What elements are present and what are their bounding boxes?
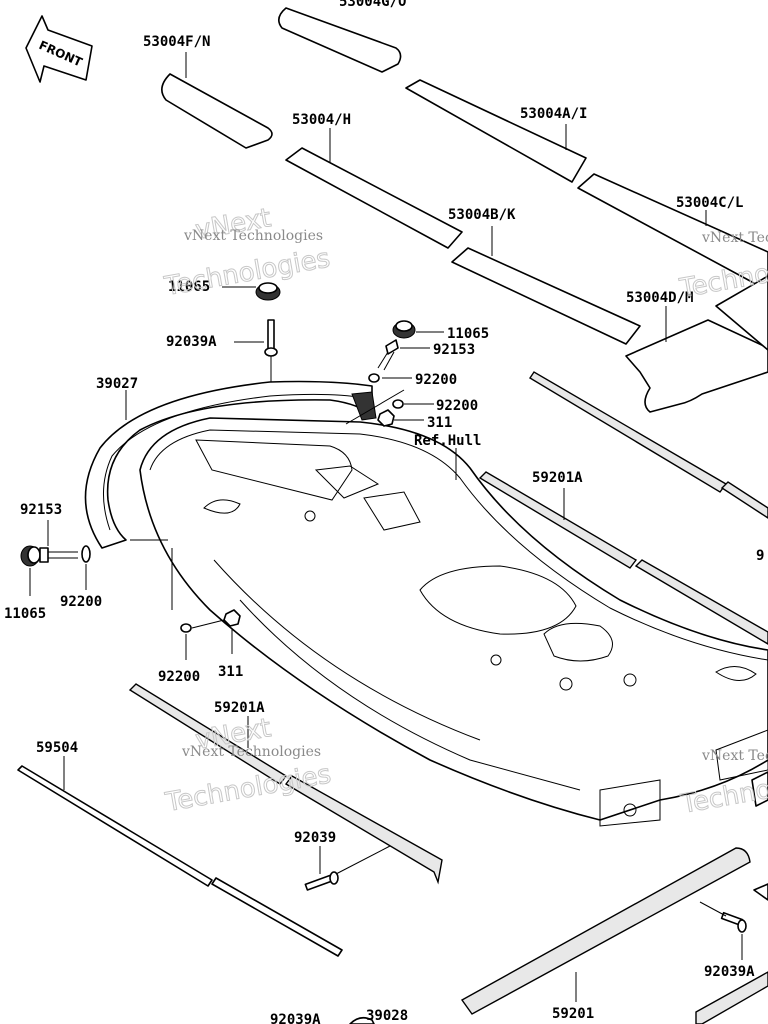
label-92039a-right: 92039A bbox=[704, 964, 755, 980]
bolt-92153-right bbox=[377, 339, 399, 371]
rail-right-upper-2 bbox=[720, 481, 768, 519]
washer-92200-left bbox=[81, 545, 91, 563]
label-11065-right: 11065 bbox=[447, 326, 489, 342]
label-92153-left: 92153 bbox=[20, 502, 62, 518]
watermark-middle-caption: vNext Technologies bbox=[181, 744, 321, 760]
watermark-upper-sub: Technologies bbox=[162, 244, 333, 303]
label-59504: 59504 bbox=[36, 740, 78, 756]
mat-53004b-k bbox=[451, 247, 641, 345]
label-39028: 39028 bbox=[366, 1008, 408, 1024]
part-edge-right-2 bbox=[753, 883, 768, 901]
label-92200-bottom: 92200 bbox=[158, 669, 200, 685]
label-92200-a: 92200 bbox=[415, 372, 457, 388]
rail-59201a-left-2 bbox=[284, 775, 443, 885]
rivet-92039a-top bbox=[264, 319, 278, 357]
label-92039: 92039 bbox=[294, 830, 336, 846]
label-59201: 59201 bbox=[552, 1006, 594, 1022]
label-92039a-top: 92039A bbox=[166, 334, 217, 350]
rail-59201 bbox=[460, 847, 751, 1015]
watermark-middle-sub: Technologies bbox=[163, 759, 334, 818]
watermark-upper: vNext Technologies bbox=[161, 203, 333, 303]
rail-59201a-right bbox=[478, 471, 638, 569]
label-edge-9: 9 bbox=[756, 548, 764, 564]
label-ref-hull: Ref.Hull bbox=[414, 433, 481, 449]
label-53004h: 53004/H bbox=[292, 112, 351, 128]
watermark-right-upper-caption: vNext Technologies bbox=[701, 230, 768, 246]
nut-311-right bbox=[377, 409, 395, 427]
washer-92200-bottom bbox=[180, 623, 192, 633]
washer-92200-a bbox=[368, 373, 380, 383]
label-53004b-k: 53004B/K bbox=[448, 207, 516, 223]
bumper-39028 bbox=[349, 1016, 375, 1024]
label-11065-left: 11065 bbox=[4, 606, 46, 622]
label-92153-right: 92153 bbox=[433, 342, 475, 358]
label-59201a-left: 59201A bbox=[214, 700, 265, 716]
hull-reference bbox=[139, 417, 768, 827]
watermark-right-lower-caption: vNext Technologies bbox=[701, 748, 768, 764]
bumper-39027 bbox=[84, 380, 377, 549]
rail-59201-lower bbox=[695, 971, 768, 1024]
label-311-bottom: 311 bbox=[218, 664, 243, 680]
label-92200-b: 92200 bbox=[436, 398, 478, 414]
label-53004a-i: 53004A/I bbox=[520, 106, 587, 122]
rivet-92039a-right bbox=[720, 911, 747, 933]
cap-11065-right bbox=[392, 320, 416, 339]
mat-53004f-n bbox=[161, 73, 273, 149]
part-edge-right bbox=[751, 771, 768, 807]
label-53004d-m: 53004D/M bbox=[626, 290, 693, 306]
rail-59201a-right-2 bbox=[634, 559, 768, 645]
label-39027: 39027 bbox=[96, 376, 138, 392]
label-92200-left: 92200 bbox=[60, 594, 102, 610]
watermark-upper-caption: vNext Technologies bbox=[183, 228, 323, 244]
mat-53004d-m bbox=[625, 319, 768, 413]
cap-11065-top bbox=[255, 282, 281, 301]
mat-53004c-l bbox=[577, 173, 768, 293]
label-53004g-o: 53004G/O bbox=[339, 0, 406, 10]
washer-92200-b bbox=[392, 399, 404, 409]
label-53004f-n: 53004F/N bbox=[143, 34, 210, 50]
label-92039a-bottom: 92039A bbox=[270, 1012, 321, 1024]
strip-59504 bbox=[17, 765, 213, 887]
mat-53004h bbox=[285, 147, 463, 249]
mat-53004g-o bbox=[278, 7, 402, 73]
mat-53004a-i bbox=[405, 79, 587, 183]
label-11065-top: 11065 bbox=[168, 279, 210, 295]
front-arrow: FRONT bbox=[25, 15, 93, 83]
label-59201a-right: 59201A bbox=[532, 470, 583, 486]
label-53004c-l: 53004C/L bbox=[676, 195, 743, 211]
cap-11065-left bbox=[20, 545, 41, 567]
bolt-92153-left bbox=[39, 547, 78, 563]
rail-59201a-left bbox=[128, 683, 288, 785]
strip-59504-2 bbox=[211, 877, 343, 957]
rivet-92039 bbox=[304, 871, 339, 891]
label-311-right: 311 bbox=[427, 415, 452, 431]
